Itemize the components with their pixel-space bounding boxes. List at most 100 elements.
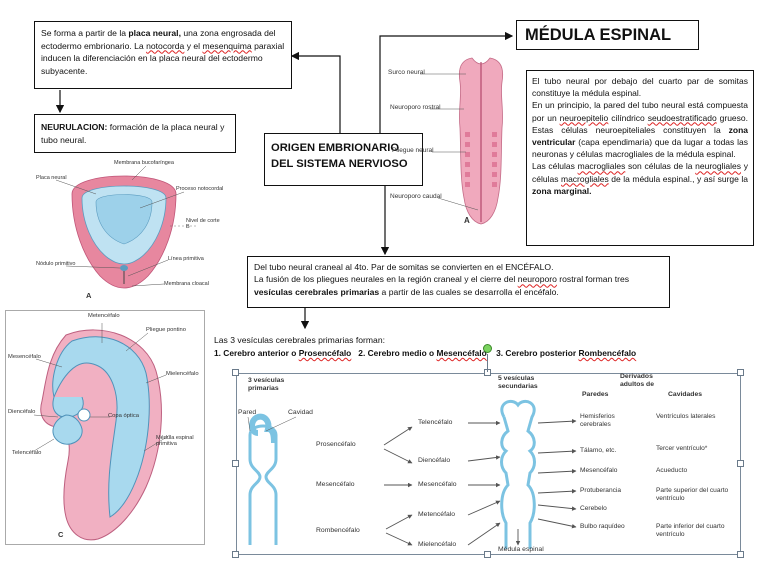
vesicula-1-name: Prosencéfalo [298, 348, 352, 358]
encefalo-text-b: rostral forman tres [556, 274, 630, 285]
central-topic-line-1: ORIGEN EMBRIONARIO [271, 142, 400, 154]
central-topic-box: ORIGEN EMBRIONARIO DEL SISTEMA NERVIOSO [264, 133, 423, 186]
vesicula-2-name: Mesencéfalo [436, 348, 487, 358]
rotation-handle-stem [487, 354, 488, 372]
label-surco-neural: Surco neural [388, 69, 425, 76]
neural-plate-figure: Membrana bucofaríngea Placa neural Proce… [36, 158, 226, 303]
encefalo-text-c: a partir de las cuales se desarrolla el … [379, 286, 559, 297]
primary-rombencefalo: Rombencéfalo [316, 527, 360, 534]
label-medula-espinal: Médula espinal [498, 546, 544, 553]
label-placa-neural: Placa neural [36, 175, 67, 181]
medula-p3-neurogliales: neurogliales [695, 161, 742, 172]
medula-title-box: MÉDULA ESPINAL [516, 20, 699, 50]
neurulacion-heading: NEURULACION: [41, 122, 108, 132]
medula-p3-macrogliales: macrogliales [577, 161, 626, 172]
placa-text-mesenquima: mesenquima [202, 40, 252, 51]
label-nodulo-primitivo: Nódulo primitivo [36, 261, 76, 267]
label-linea-primitiva: Línea primitiva [168, 256, 204, 262]
label-medula-primitiva: Médula espinal primitiva [156, 435, 194, 447]
placa-text-4: paraxial inducen la diferenciación en la… [41, 40, 285, 76]
col-derived: Derivados adultos de [620, 373, 654, 388]
encefalo-text-a: La fusión de los pliegues neurales en la… [254, 274, 518, 285]
medula-p2-a: En un principio, la pared del tubo neura… [532, 100, 748, 123]
vesiculas-list: 1. Cerebro anterior o Prosencéfalo 2. Ce… [214, 347, 734, 360]
wall-bulbo: Bulbo raquídeo [580, 523, 625, 530]
encefalo-text-neuroporo: neuroporo [517, 274, 557, 285]
label-copa-optica: Copa óptica [108, 413, 139, 419]
medula-title: MÉDULA ESPINAL [525, 26, 672, 44]
primary-mesencefalo: Mesencéfalo [316, 481, 355, 488]
label-diencefalo: Diencéfalo [8, 409, 36, 415]
label-pliegue-pontino: Pliegue pontino [146, 327, 186, 333]
vesiculas-intro: Las 3 vesículas cerebrales primarias for… [214, 335, 385, 345]
figure-letter: A [464, 216, 470, 225]
secondary-diencefalo: Diencéfalo [418, 457, 451, 464]
cavity-acueducto: Acueducto [656, 467, 688, 474]
medula-paragraph-3: Las células macrogliales son células de … [532, 160, 748, 197]
central-topic-line-2: DEL SISTEMA NERVIOSO [271, 158, 408, 170]
figure-letter: A [86, 291, 92, 300]
vesicles-diagram[interactable]: 3 vesículas primarias 5 vesículas secund… [232, 369, 744, 558]
medula-description-box: El tubo neural por debajo del cuarto par… [526, 70, 754, 246]
medula-p3-b: son células de la [625, 161, 696, 172]
placa-text-2: una zona engrosada del ectodermo embrion… [41, 28, 276, 51]
vesiculas-text-box: Las 3 vesículas cerebrales primarias for… [214, 334, 734, 360]
resize-handle-s[interactable] [484, 551, 491, 558]
embryo-brain-figure: Metencéfalo Pliegue pontino Mesencéfalo … [5, 310, 205, 545]
cavity-cuarto-inferior: Parte inferior del cuarto ventrículo [656, 523, 725, 538]
wall-cerebelo: Cerebelo [580, 505, 607, 512]
medula-p3-c: y células [532, 161, 748, 184]
encefalo-line-1: Del tubo neural craneal al 4to. Par de s… [254, 262, 554, 272]
col-cavities: Cavidades [668, 391, 703, 398]
encefalo-box: Del tubo neural craneal al 4to. Par de s… [247, 256, 670, 308]
medula-p3-macrogliales-2: macrogliales [561, 173, 609, 184]
label-telencefalo: Telencéfalo [12, 450, 42, 456]
medula-paragraph-1: El tubo neural por debajo del cuarto par… [532, 76, 748, 99]
vesicula-3-name: Rombencéfalo [578, 348, 637, 358]
resize-handle-sw[interactable] [232, 551, 239, 558]
neural-tube-figure: Surco neural Neuroporo rostral Pliegue n… [386, 52, 536, 228]
label-membrana-bucofaringea: Membrana bucofaríngea [114, 160, 174, 166]
placa-text-notocorda: notocorda [146, 40, 185, 51]
label-mesencefalo: Mesencéfalo [8, 354, 41, 360]
encefalo-line-2: La fusión de los pliegues neurales en la… [254, 273, 663, 298]
placa-text-1: Se forma a partir de la [41, 28, 129, 38]
medula-p3-a: Las células [532, 161, 578, 172]
col-secondary: 5 vesículas secundarias [498, 375, 538, 390]
neurulacion-text: formación de la placa neural y tubo neur… [41, 122, 225, 145]
label-cavidad: Cavidad [288, 409, 313, 416]
secondary-metencefalo: Metencéfalo [418, 511, 456, 518]
medula-p2-c: grueso. Estas células neuroepiteliales c… [532, 112, 748, 135]
wall-talamo: Tálamo, etc. [580, 447, 617, 454]
encefalo-text-vesiculas: vesículas cerebrales primarias [254, 286, 380, 297]
medula-p3-zona-marginal: zona marginal. [532, 185, 592, 196]
resize-handle-w[interactable] [232, 460, 239, 467]
medula-p2-neuroepitelio: neuroepitelio [559, 112, 609, 123]
resize-handle-se[interactable] [737, 551, 744, 558]
placa-text-3: y el [184, 40, 203, 51]
wall-mesencefalo: Mesencéfalo [580, 467, 618, 474]
col-walls: Paredes [582, 391, 609, 398]
primary-prosencefalo: Prosencéfalo [316, 441, 356, 448]
wall-protuberancia: Protuberancia [580, 487, 622, 494]
vesicula-3-label: 3. Cerebro posterior [496, 348, 579, 358]
resize-handle-e[interactable] [737, 460, 744, 467]
label-membrana-cloacal: Membrana cloacal [164, 281, 209, 287]
cavity-cuarto-superior: Parte superior del cuarto ventrículo [656, 487, 729, 502]
label-proceso-notocordal: Proceso notocordal [176, 186, 224, 192]
label-metencefalo: Metencéfalo [88, 313, 120, 319]
label-pliegue-neural: Pliegue neural [392, 147, 434, 154]
figure-letter: C [58, 530, 64, 539]
label-neuroporo-rostral: Neuroporo rostral [390, 104, 441, 111]
label-mielencefalo: Mielencéfalo [166, 371, 199, 377]
rotation-handle[interactable] [483, 344, 492, 353]
label-neuroporo-caudal: Neuroporo caudal [390, 193, 442, 200]
resize-handle-nw[interactable] [232, 369, 239, 376]
wall-hemisferios: Hemisferios cerebrales [580, 413, 615, 428]
medula-p2-seudoestratificado: seudoestratificado [647, 112, 717, 123]
label-nivel-corte: Nivel de corte B [186, 218, 220, 230]
medula-paragraph-2: En un principio, la pared del tubo neura… [532, 99, 748, 160]
resize-handle-ne[interactable] [737, 369, 744, 376]
medula-p2-zona-ventricular: zona ventricular [532, 124, 748, 148]
